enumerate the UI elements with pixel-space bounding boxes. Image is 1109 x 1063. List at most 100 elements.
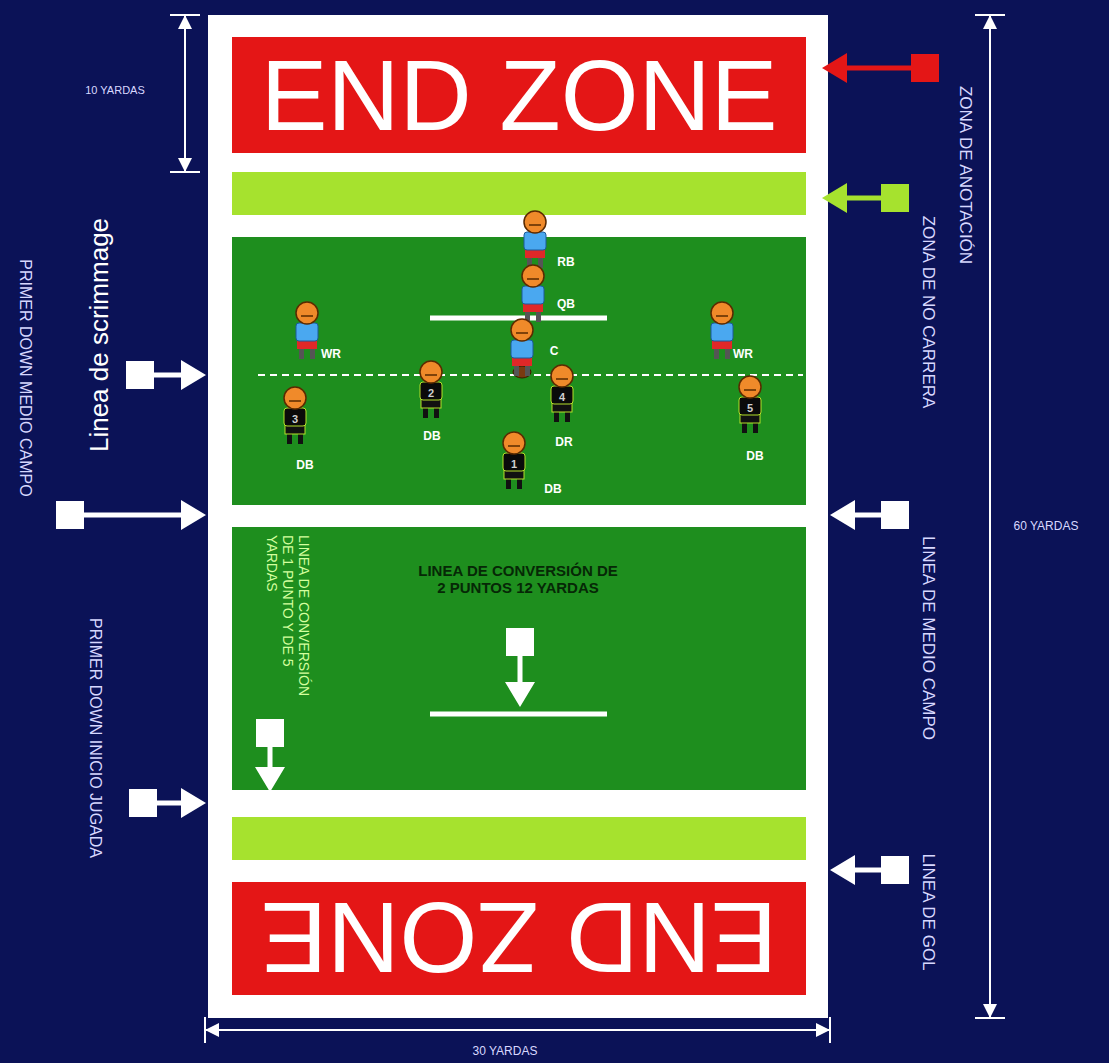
helmet-mask <box>716 315 728 317</box>
no-run-zone <box>232 172 806 215</box>
conversion-label: LINEA DE CONVERSIÓN DE 2 PUNTOS 12 YARDA… <box>418 562 618 597</box>
dimension-tick <box>204 1017 206 1043</box>
position-label: RB <box>557 256 574 270</box>
dimension-label: 60 YARDAS <box>1014 520 1079 534</box>
offense-player <box>522 265 544 322</box>
defense-player <box>739 376 761 433</box>
pointer-arrow <box>84 500 206 530</box>
pointer-arrow <box>822 183 881 213</box>
field-half <box>232 237 806 505</box>
offense-player <box>296 302 318 359</box>
pointer-arrow <box>129 789 157 817</box>
dimension-arrowhead <box>205 1023 219 1037</box>
dimension-tick <box>170 14 200 16</box>
jersey-number: 2 <box>428 387 434 400</box>
pointer-arrow <box>830 855 881 885</box>
position-label: DB <box>544 483 561 497</box>
pointer-arrow <box>881 501 909 529</box>
helmet-mask <box>556 378 568 380</box>
helmet-mask <box>289 400 301 402</box>
player-shirt <box>284 408 306 426</box>
pointer-arrow <box>157 788 206 818</box>
dimension-tick <box>975 1017 1005 1019</box>
position-label: DB <box>423 430 440 444</box>
defense-player <box>284 387 306 444</box>
player-shirt <box>522 286 544 304</box>
position-label: WR <box>733 348 753 362</box>
helmet-mask <box>529 224 541 226</box>
helmet-mask <box>425 374 437 376</box>
player-shirt <box>420 382 442 400</box>
line-label: LINEA DE MEDIO CAMPO <box>918 536 938 740</box>
zone-label: ZONA DE NO CARRERA <box>918 216 938 409</box>
player-shirt <box>711 323 733 341</box>
player-shirt <box>551 386 573 404</box>
pointer-arrow <box>830 500 881 530</box>
pointer-arrow <box>56 501 84 529</box>
player-head <box>284 387 306 409</box>
line-label: PRIMER DOWN MEDIO CAMPO <box>16 259 34 496</box>
pointer-arrow <box>126 361 154 389</box>
end-zone: END ZONE <box>232 882 806 995</box>
position-label: DR <box>555 436 572 450</box>
player-shirt <box>511 340 533 358</box>
player-head <box>522 265 544 287</box>
line-label: Linea de scrimmage <box>85 218 115 452</box>
offense-player <box>711 302 733 359</box>
pointer-arrow <box>881 184 909 212</box>
dimension-line <box>975 15 1005 1018</box>
player-head <box>739 376 761 398</box>
offense-player <box>511 319 533 376</box>
dimension-label: 30 YARDAS <box>473 1045 538 1059</box>
dimension-line <box>205 1017 830 1043</box>
player-head <box>551 365 573 387</box>
offense-player <box>524 211 546 268</box>
zone-label: ZONA DE ANOTACIÓN <box>955 86 975 264</box>
player-shirt <box>524 232 546 250</box>
defense-player <box>420 361 442 418</box>
dimension-line <box>184 15 186 172</box>
player-head <box>711 302 733 324</box>
pointer-arrow <box>256 719 284 747</box>
player-head <box>296 302 318 324</box>
position-label: QB <box>557 298 575 312</box>
pointer-arrow <box>506 628 534 656</box>
dimension-tick <box>829 1017 831 1043</box>
pointer-arrow <box>154 360 206 390</box>
dimension-arrowhead <box>983 1004 997 1018</box>
helmet-mask <box>527 278 539 280</box>
player-shirt <box>739 397 761 415</box>
position-label: DB <box>746 450 763 464</box>
field-border <box>208 15 828 1018</box>
player-head <box>503 432 525 454</box>
field-half: LINEA DE CONVERSIÓN DE 2 PUNTOS 12 YARDA… <box>232 527 806 790</box>
line-label: LINEA DE GOL <box>918 853 938 970</box>
helmet-mask <box>508 445 520 447</box>
position-label: WR <box>321 348 341 362</box>
pointer-arrow <box>911 54 939 82</box>
player-head <box>511 319 533 341</box>
pointer-arrow <box>505 656 535 707</box>
defense-player <box>551 365 573 422</box>
end-zone: END ZONE <box>232 37 806 153</box>
end-zone-title: END ZONE <box>232 882 806 995</box>
dimension-tick <box>170 171 200 173</box>
pointer-arrow <box>881 856 909 884</box>
players <box>284 211 761 489</box>
dimension-line <box>205 1029 830 1031</box>
dimension-tick <box>975 14 1005 16</box>
position-label: DB <box>296 459 313 473</box>
pointer-arrow <box>822 53 911 83</box>
jersey-number: 3 <box>292 413 298 426</box>
dimension-arrowhead <box>178 158 192 172</box>
end-zone-title: END ZONE <box>232 37 806 153</box>
line-label: PRIMER DOWN INICIO JUGADA <box>86 618 104 858</box>
pointer-arrow <box>255 747 285 792</box>
player-shirt <box>503 453 525 471</box>
player-head <box>524 211 546 233</box>
jersey-number: 5 <box>747 402 753 415</box>
helmet-mask <box>301 315 313 317</box>
player-shirt <box>296 323 318 341</box>
helmet-mask <box>744 389 756 391</box>
player-head <box>420 361 442 383</box>
